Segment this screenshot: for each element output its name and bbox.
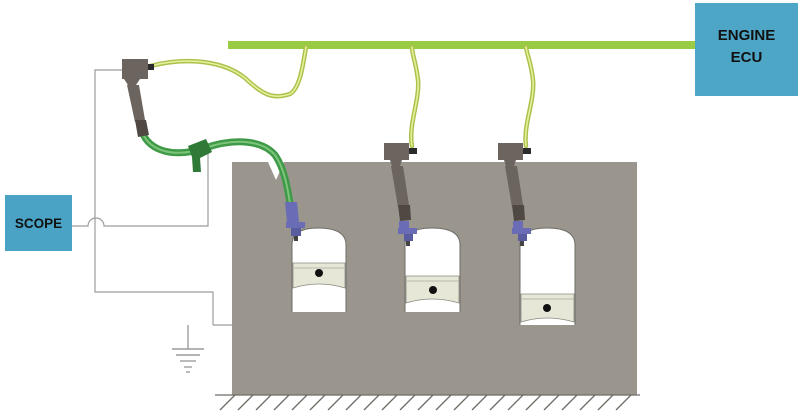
ecu-label-line1: ENGINE — [718, 27, 776, 44]
ignition-coil-3 — [498, 143, 531, 221]
ecu-label-line2: ECU — [731, 49, 763, 66]
piston-3 — [520, 293, 575, 323]
cylinder-3 — [519, 227, 576, 325]
cylinder-2 — [404, 227, 461, 312]
ignition-coil-2 — [384, 143, 417, 221]
inductive-pickup — [188, 139, 212, 172]
engine-ecu-box: ENGINE ECU — [695, 3, 798, 96]
ecu-harness — [228, 41, 698, 49]
probe-wiring — [72, 69, 232, 326]
spark-plug-3 — [512, 221, 531, 246]
ignition-coil-1 — [122, 59, 154, 137]
spark-plug-2 — [398, 221, 417, 246]
scope-label: SCOPE — [15, 216, 62, 231]
coil-control-wires — [147, 44, 536, 149]
spark-plug-1 — [285, 202, 305, 241]
piston-1 — [292, 262, 346, 289]
piston-2 — [405, 275, 460, 304]
ground-hatching — [215, 394, 640, 411]
scope-box: SCOPE — [5, 195, 72, 251]
ht-lead-1 — [138, 128, 294, 207]
ground-symbol-icon — [172, 325, 204, 373]
cylinder-1 — [291, 227, 347, 312]
